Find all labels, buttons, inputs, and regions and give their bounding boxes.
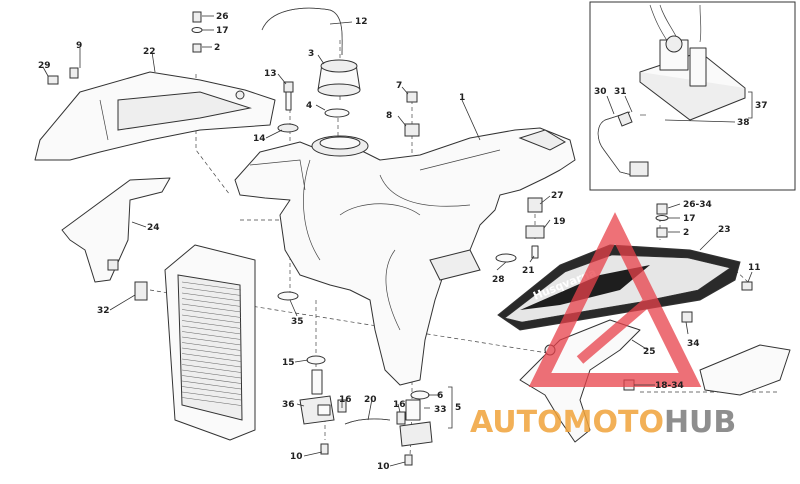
label-24: 24 — [147, 223, 160, 233]
breather-hose — [261, 7, 343, 56]
label-38: 38 — [737, 118, 750, 128]
radiator-fin — [181, 364, 242, 373]
label-4: 4 — [306, 101, 312, 111]
fuel-tank — [234, 127, 576, 386]
hardware — [47, 11, 753, 466]
label-23: 23 — [718, 225, 731, 235]
radiator-fin — [181, 320, 242, 329]
radiator-fin — [181, 281, 242, 291]
label-12: 12 — [355, 17, 368, 27]
label-31: 31 — [614, 87, 627, 97]
radiator — [164, 244, 256, 441]
watermark-logo — [528, 212, 702, 387]
label-35: 35 — [291, 317, 304, 327]
label-32: 32 — [97, 306, 110, 316]
label-20: 20 — [364, 395, 377, 405]
part-labels: 26 17 2 12 3 4 1 7 8 13 14 9 29 22 24 32… — [38, 12, 768, 472]
label-25: 25 — [643, 347, 656, 357]
label-2: 2 — [214, 43, 220, 53]
bracket-22 — [34, 71, 276, 161]
radiator-fin — [181, 347, 242, 357]
label-14: 14 — [253, 134, 266, 144]
label-3: 3 — [308, 49, 314, 59]
radiator-fin — [181, 353, 242, 362]
label-9: 9 — [76, 41, 82, 51]
label-37: 37 — [755, 101, 768, 111]
radiator-fin — [181, 386, 242, 395]
radiator-fin — [181, 369, 242, 379]
label-26: 26 — [216, 12, 229, 22]
label-27: 27 — [551, 191, 564, 201]
radiator-fin — [181, 325, 242, 335]
radiator-fin — [181, 336, 242, 346]
label-30: 30 — [594, 87, 607, 97]
label-22: 22 — [143, 47, 156, 57]
label-13: 13 — [264, 69, 277, 79]
radiator-fin — [181, 331, 242, 340]
label-15: 15 — [282, 358, 295, 368]
radiator-fin — [181, 298, 242, 307]
radiator-fin — [181, 375, 242, 384]
radiator-fin — [181, 391, 242, 401]
filler-cap — [317, 59, 361, 118]
label-17-right: 17 — [683, 214, 696, 224]
label-7: 7 — [396, 81, 402, 91]
label-21: 21 — [522, 266, 535, 276]
label-29: 29 — [38, 61, 51, 71]
label-26-34: 26-34 — [683, 200, 712, 210]
label-18-34: 18-34 — [655, 381, 684, 391]
radiator-fin — [181, 303, 242, 313]
inset-fuel-pump-detail — [589, 1, 796, 191]
radiator-fin — [181, 314, 242, 324]
radiator-fin — [181, 397, 242, 406]
label-10-left: 10 — [290, 452, 303, 462]
label-16-right: 16 — [393, 400, 406, 410]
radiator-fin — [181, 358, 242, 368]
label-19: 19 — [553, 217, 566, 227]
label-6: 6 — [437, 391, 443, 401]
label-34: 34 — [687, 339, 700, 349]
leader-lines — [42, 15, 753, 467]
label-8: 8 — [386, 111, 392, 121]
radiator-fin — [181, 287, 242, 296]
label-16-left: 16 — [339, 395, 352, 405]
label-17: 17 — [216, 26, 229, 36]
label-33: 33 — [434, 405, 447, 415]
label-1: 1 — [459, 93, 465, 103]
assembly-lines — [149, 40, 780, 456]
label-28: 28 — [492, 275, 505, 285]
radiator-fin — [181, 380, 242, 390]
bracket-24 — [61, 177, 171, 283]
watermark-auto: AUTOMOTOHUB — [470, 405, 736, 440]
label-5: 5 — [455, 403, 461, 413]
radiator-fin — [181, 342, 242, 351]
label-10-right: 10 — [377, 462, 390, 472]
label-11: 11 — [748, 263, 761, 273]
label-36: 36 — [282, 400, 295, 410]
label-2-right: 2 — [683, 228, 689, 238]
radiator-fin — [181, 309, 242, 318]
radiator-fin — [181, 292, 242, 302]
